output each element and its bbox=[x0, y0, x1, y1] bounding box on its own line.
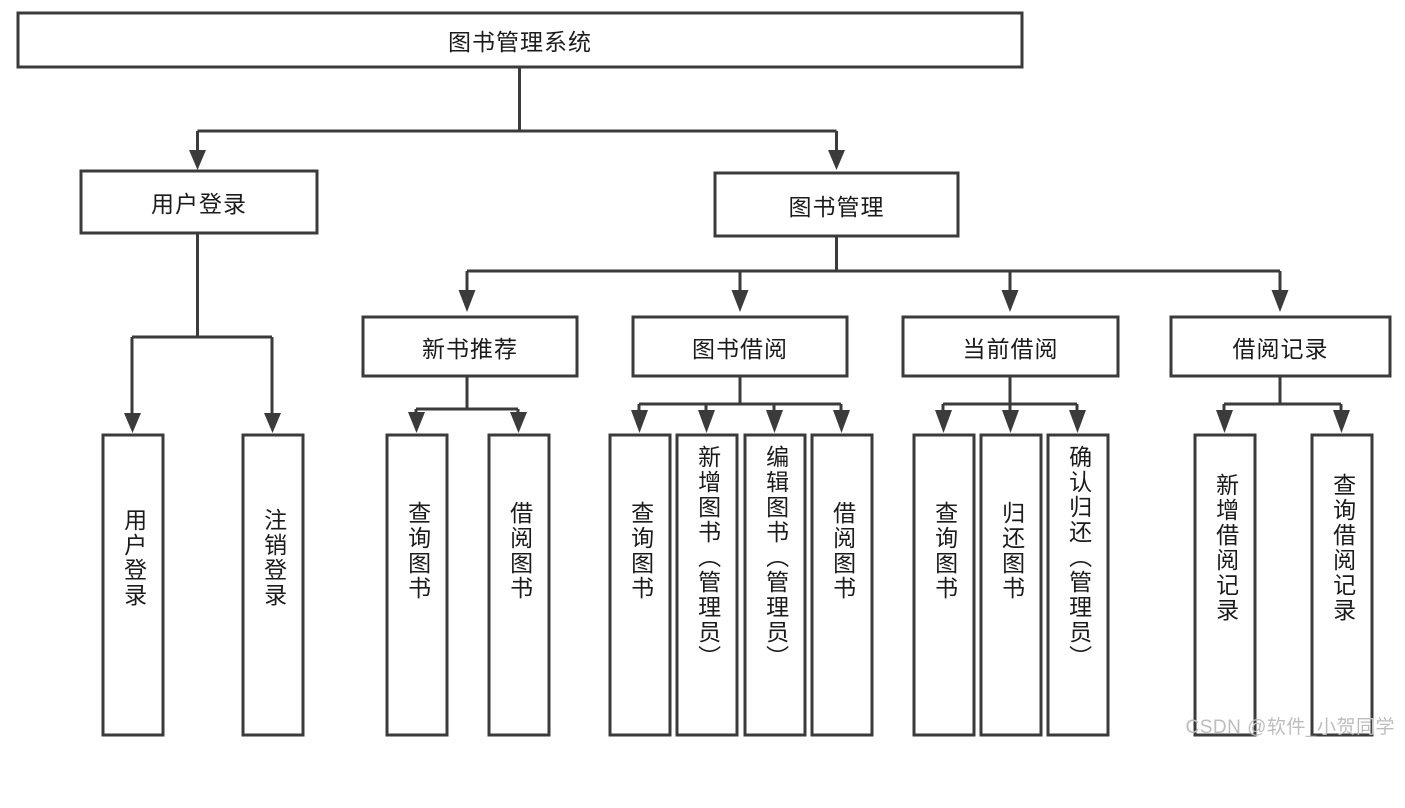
node-box-leaf-borrow-book-1[interactable] bbox=[487, 433, 551, 737]
arrow-head-leaf-add-record bbox=[1216, 410, 1233, 433]
node-box-leaf-add-record[interactable] bbox=[1193, 433, 1257, 737]
arrow-head-leaf-edit-book bbox=[766, 410, 783, 433]
arrow-head-new-book-rec bbox=[458, 290, 476, 312]
arrow-head-leaf-borrow-book-1 bbox=[510, 412, 527, 433]
node-box-root[interactable] bbox=[16, 11, 1024, 69]
connector-group-user-login bbox=[124, 233, 281, 433]
node-box-leaf-return-book[interactable] bbox=[979, 433, 1043, 737]
arrow-head-leaf-query-book-1 bbox=[408, 412, 425, 433]
arrow-head-leaf-query-record bbox=[1333, 410, 1350, 433]
connector-group-book-borrow bbox=[631, 376, 850, 433]
node-box-leaf-borrow-book-2[interactable] bbox=[810, 433, 874, 737]
arrow-head-leaf-add-book bbox=[698, 410, 715, 433]
arrow-head-leaf-confirm-return bbox=[1069, 410, 1086, 433]
arrow-head-leaf-borrow-book-2 bbox=[833, 410, 850, 433]
arrow-head-borrow-record bbox=[1271, 290, 1289, 312]
connector-group-borrow-record bbox=[1216, 376, 1350, 433]
arrow-head-user-login bbox=[189, 150, 206, 170]
arrow-head-current-borrow bbox=[1001, 290, 1019, 312]
node-box-book-borrow[interactable] bbox=[631, 315, 849, 378]
node-box-leaf-query-book-2[interactable] bbox=[608, 433, 672, 737]
node-box-leaf-confirm-return[interactable] bbox=[1046, 433, 1110, 737]
diagram-canvas bbox=[16, 11, 1392, 737]
node-box-leaf-edit-book[interactable] bbox=[743, 433, 807, 737]
node-box-current-borrow[interactable] bbox=[901, 315, 1120, 378]
arrow-head-leaf-query-book-2 bbox=[631, 410, 648, 433]
node-box-book-manage[interactable] bbox=[713, 171, 960, 238]
connector-group-book-manage bbox=[458, 236, 1289, 312]
arrow-head-book-manage bbox=[828, 150, 845, 170]
node-box-leaf-add-book[interactable] bbox=[675, 433, 739, 737]
node-box-new-book-rec[interactable] bbox=[361, 315, 579, 378]
node-box-leaf-query-record[interactable] bbox=[1310, 433, 1374, 737]
node-box-user-login[interactable] bbox=[79, 169, 319, 235]
connector-group-root bbox=[189, 67, 845, 170]
connector-group-current-borrow bbox=[935, 376, 1086, 433]
arrow-head-leaf-user-login bbox=[124, 413, 141, 433]
arrow-head-leaf-return-book bbox=[1002, 410, 1019, 433]
diagram-root: 图书管理系统 用户登录 图书管理 新书推荐 图书借阅 当前借阅 借阅记录 用户登… bbox=[16, 11, 1395, 738]
node-box-leaf-query-book-1[interactable] bbox=[385, 433, 449, 737]
arrow-head-book-borrow bbox=[731, 290, 749, 312]
connector-group-new-book-rec bbox=[408, 376, 527, 433]
node-box-leaf-user-login[interactable] bbox=[101, 433, 165, 737]
node-box-leaf-user-logout[interactable] bbox=[241, 433, 305, 737]
node-box-borrow-record[interactable] bbox=[1169, 315, 1392, 378]
node-box-leaf-query-book-3[interactable] bbox=[912, 433, 976, 737]
arrow-head-leaf-user-logout bbox=[264, 413, 281, 433]
watermark-label: CSDN @软件_小贺同学 bbox=[1185, 717, 1395, 738]
arrow-head-leaf-query-book-3 bbox=[935, 410, 952, 433]
